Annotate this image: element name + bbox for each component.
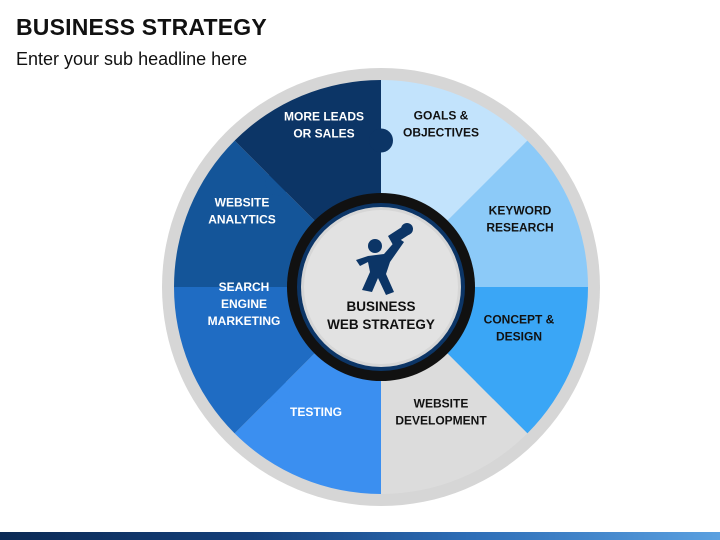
segment-leads [234,80,381,238]
segment-label-testing-1: TESTING [290,405,342,419]
segment-label-goals-1: GOALS & [414,109,469,123]
center-label-line2: WEB STRATEGY [327,317,435,332]
segment-goals [381,80,528,238]
segment-tab-leads [369,128,393,153]
segment-label-analytics-2: ANALYTICS [208,213,276,227]
segment-label-sem-2: ENGINE [221,297,267,311]
segments-layer [174,80,588,494]
segment-testing [234,336,381,494]
page-title: BUSINESS STRATEGY [16,14,267,40]
segment-concept [430,287,588,434]
segment-website-dev [381,336,528,494]
center-label-line1: BUSINESS [346,299,415,314]
segment-label-analytics-1: WEBSITE [215,196,270,210]
segment-label-website-dev-2: DEVELOPMENT [395,414,487,428]
segment-keyword [430,140,588,287]
segment-sem [174,287,332,434]
segment-label-leads-2: OR SALES [293,127,354,141]
segment-label-goals-2: OBJECTIVES [403,126,479,140]
person-with-telescope-icon [356,223,413,295]
segment-label-website-dev-1: WEBSITE [414,397,469,411]
segment-label-leads-1: MORE LEADS [284,110,364,124]
segment-label-keyword-1: KEYWORD [489,204,552,218]
bottom-accent-bar [0,532,720,540]
segment-label-concept-2: DESIGN [496,330,542,344]
page-subtitle: Enter your sub headline here [16,49,248,69]
segment-label-sem-1: SEARCH [219,280,270,294]
segment-label-sem-3: MARKETING [208,314,281,328]
segment-analytics [174,140,332,287]
segment-label-concept-1: CONCEPT & [484,313,555,327]
segment-label-keyword-2: RESEARCH [486,221,553,235]
labels-layer: GOALS & OBJECTIVES KEYWORD RESEARCH CONCEPT … [208,109,555,428]
center-disc [304,210,458,364]
